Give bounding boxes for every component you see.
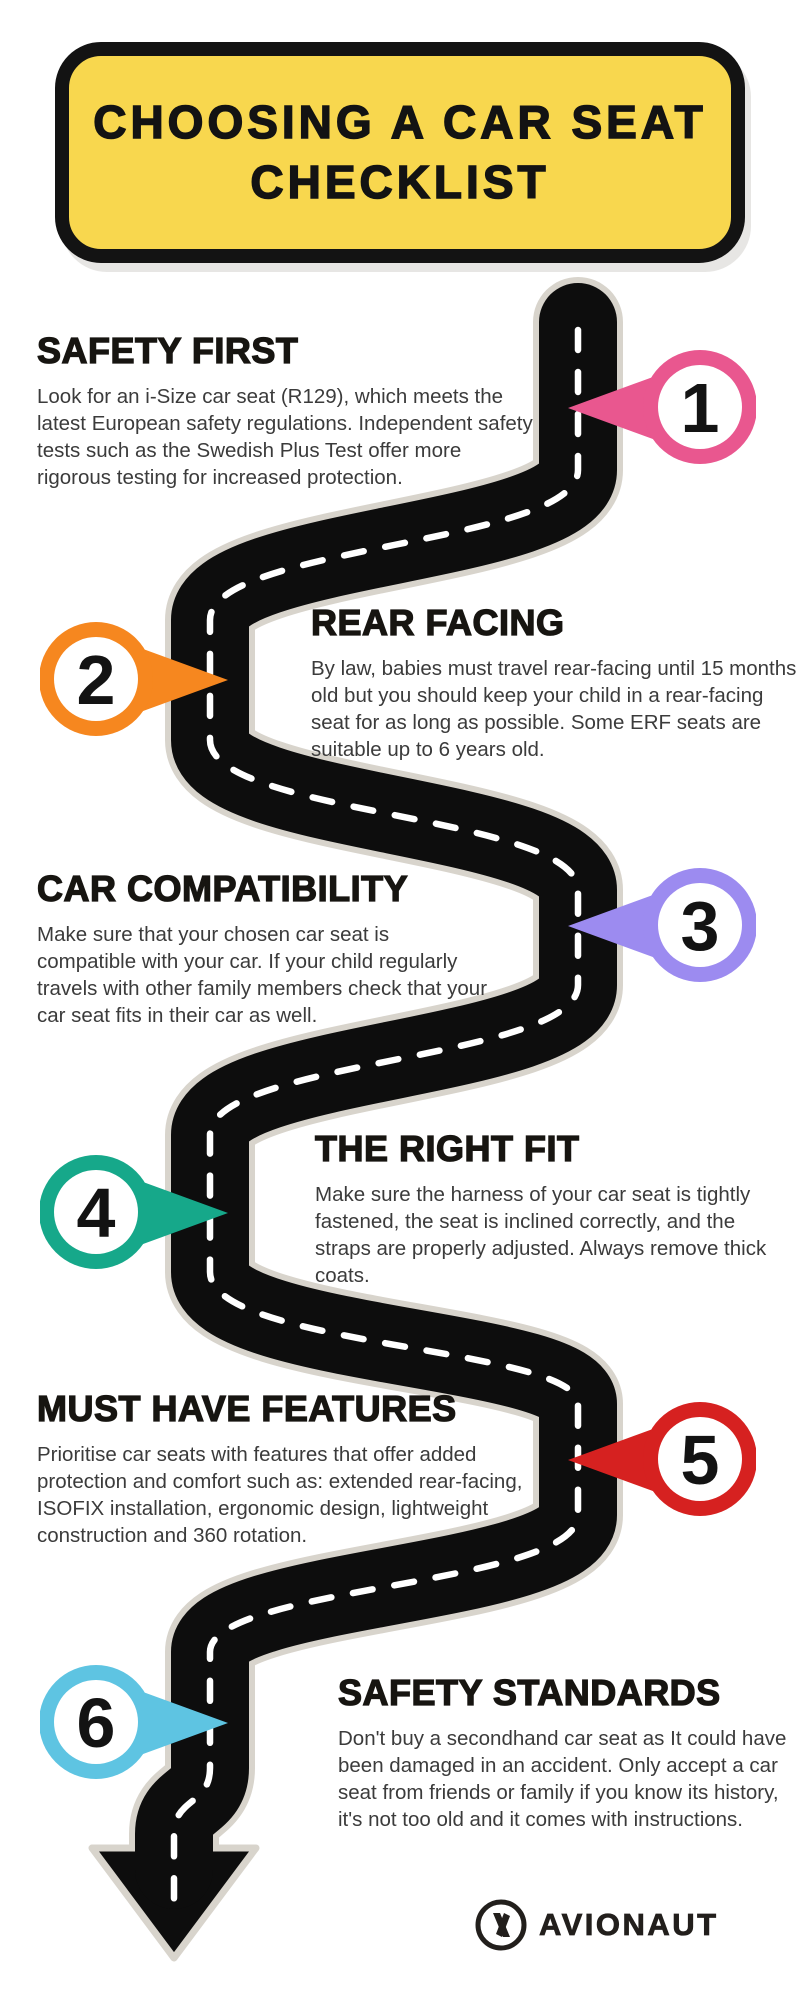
title-banner: CHOOSING A CAR SEAT CHECKLIST	[55, 42, 745, 263]
pin-marker-5: 5	[568, 1402, 756, 1516]
pin-1-number: 1	[681, 369, 720, 447]
section-3-heading: CAR COMPATIBILITY	[36, 867, 409, 909]
pin-marker-2: 2	[40, 622, 228, 736]
pin-6-inner	[54, 1680, 138, 1764]
section-3-body: Make sure that your chosen car seat is c…	[37, 923, 488, 1027]
pin-1-inner	[658, 365, 742, 449]
pin-marker-1: 1	[568, 350, 756, 464]
section-rear-facing: REAR FACING By law, babies must travel r…	[310, 601, 799, 763]
section-5-body: Prioritise car seats with features that …	[37, 1443, 523, 1547]
brand-logo: AVIONAUT	[474, 1898, 719, 1952]
road-centre-line	[170, 326, 582, 1906]
road-asphalt	[135, 283, 617, 1909]
section-6-heading: SAFETY STANDARDS	[337, 1671, 721, 1713]
section-2-heading: REAR FACING	[310, 601, 565, 643]
section-right-fit: THE RIGHT FIT Make sure the harness of y…	[314, 1127, 795, 1289]
pin-marker-3: 3	[568, 868, 756, 982]
section-4-heading: THE RIGHT FIT	[314, 1127, 580, 1169]
pin-2-inner	[54, 637, 138, 721]
pin-2-number: 2	[77, 641, 116, 719]
brand-name: AVIONAUT	[539, 1907, 719, 1943]
section-2-body: By law, babies must travel rear-facing u…	[311, 657, 797, 761]
section-car-compatibility: CAR COMPATIBILITY Make sure that your ch…	[36, 867, 492, 1029]
pin-3-inner	[658, 883, 742, 967]
pin-3-number: 3	[681, 887, 720, 965]
section-4-body: Make sure the harness of your car seat i…	[315, 1183, 767, 1287]
section-6-body: Don't buy a secondhand car seat as It co…	[338, 1727, 787, 1831]
pin-4-number: 4	[77, 1174, 116, 1252]
section-1-body: Look for an i-Size car seat (R129), whic…	[37, 385, 533, 489]
section-must-have-features: MUST HAVE FEATURES Prioritise car seats …	[36, 1387, 532, 1549]
section-5-heading: MUST HAVE FEATURES	[36, 1387, 457, 1429]
pin-5-number: 5	[681, 1421, 720, 1499]
section-1-heading: SAFETY FIRST	[36, 329, 299, 371]
pin-4-inner	[54, 1170, 138, 1254]
title-line-2: CHECKLIST	[250, 155, 550, 208]
pin-5-inner	[658, 1417, 742, 1501]
section-safety-standards: SAFETY STANDARDS Don't buy a secondhand …	[337, 1671, 793, 1833]
pin-marker-6: 6	[40, 1665, 228, 1779]
section-safety-first: SAFETY FIRST Look for an i-Size car seat…	[36, 329, 537, 491]
pin-6-number: 6	[77, 1684, 116, 1762]
pin-marker-4: 4	[40, 1155, 228, 1269]
avionaut-circle-icon	[475, 1899, 527, 1951]
title-line-1: CHOOSING A CAR SEAT	[92, 95, 707, 148]
